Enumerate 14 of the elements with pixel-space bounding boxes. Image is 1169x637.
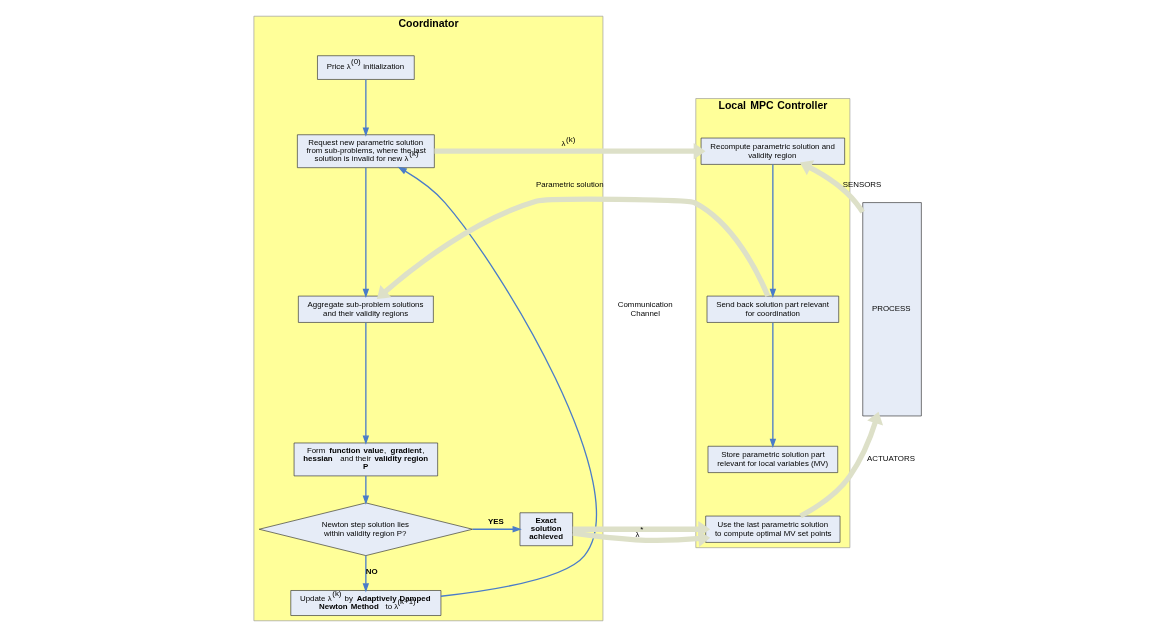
arrow [769, 163, 776, 298]
arrow [769, 321, 776, 449]
arrow [433, 142, 705, 160]
arrow [376, 196, 770, 299]
arrow [362, 475, 369, 505]
arrow [799, 160, 865, 214]
arrow [397, 166, 597, 597]
arrow [362, 78, 369, 137]
arrow [362, 321, 369, 445]
arrow [471, 526, 522, 533]
arrow [362, 555, 369, 593]
arrow [571, 520, 710, 547]
arrow [798, 411, 883, 519]
arrow [362, 167, 369, 299]
